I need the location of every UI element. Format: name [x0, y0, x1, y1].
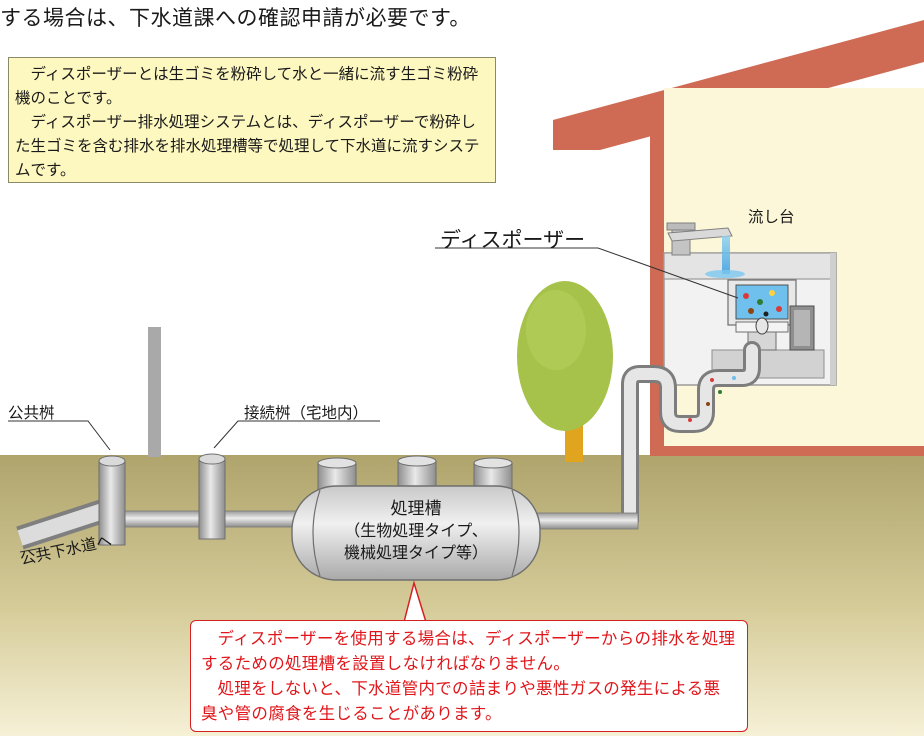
house-foundation [650, 446, 924, 456]
note-paragraph-2: ディスポーザー排水処理システムとは、ディスポーザーで粉砕した生ゴミを含む排水を排… [15, 113, 480, 179]
pipe-basin-to-basin [117, 510, 205, 528]
tank-label: 処理槽 （生物処理タイプ、 機械処理タイプ等） [300, 498, 532, 564]
tank-line-1: （生物処理タイプ、 [344, 521, 488, 540]
definition-note: ディスポーザーとは生ゴミを粉砕して水と一緒に流す生ゴミ粉砕機のことです。 ディス… [8, 57, 496, 183]
public-basin-label: 公共桝 [8, 404, 55, 422]
sink-label: 流し台 [748, 208, 795, 226]
connection-basin [198, 453, 226, 540]
tank-line-2: 機械処理タイプ等） [343, 543, 488, 562]
pipe-basin-to-tank [221, 510, 303, 528]
public-basin [98, 455, 126, 546]
utility-pole [148, 327, 161, 457]
house [553, 20, 924, 456]
tree [517, 281, 613, 462]
page-heading: する場合は、下水道課への確認申請が必要です。 [0, 6, 471, 30]
drain-pipe [621, 341, 761, 529]
connection-basin-label: 接続桝（宅地内） [244, 404, 369, 422]
callout-paragraph-1: ディスポーザーを使用する場合は、ディスポーザーからの排水を処理するための処理槽を… [201, 629, 736, 673]
tank-title: 処理槽 [390, 499, 442, 519]
faucet [666, 222, 745, 278]
callout-paragraph-2: 処理をしないと、下水道管内での詰まりや悪性ガスの発生による悪臭や管の腐食を生じる… [201, 679, 721, 723]
pipe-house-to-tank [529, 512, 639, 530]
leader-lines [8, 247, 739, 553]
warning-callout: ディスポーザーを使用する場合は、ディスポーザーからの排水を処理するための処理槽を… [190, 620, 748, 732]
disposer-label: ディスポーザー [440, 228, 586, 252]
treatment-tank [291, 455, 541, 581]
disposer-unit [727, 279, 815, 351]
note-paragraph-1: ディスポーザーとは生ゴミを粉砕して水と一緒に流す生ゴミ粉砕機のことです。 [15, 65, 479, 107]
house-roof [553, 20, 924, 150]
